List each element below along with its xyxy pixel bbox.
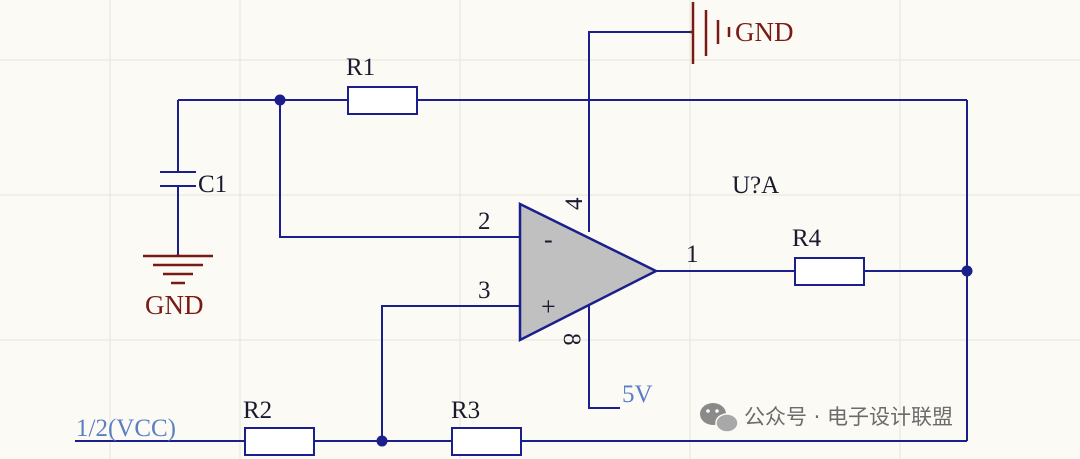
wire-pin3-to-r2r3-node xyxy=(381,305,520,441)
pin1-label: 1 xyxy=(686,241,699,268)
opamp-minus-sign: - xyxy=(544,225,553,254)
r1-label: R1 xyxy=(346,54,375,81)
junction-dot-output xyxy=(961,265,973,277)
supply-5v-label: 5V xyxy=(622,381,653,408)
wire-node-to-pin2 xyxy=(279,100,520,238)
vcc-half-label: 1/2(VCC) xyxy=(76,415,176,442)
resistor-r1 xyxy=(347,86,418,115)
resistor-r2 xyxy=(244,427,315,456)
pin3-label: 3 xyxy=(478,277,491,304)
junction-dot-r2r3 xyxy=(376,435,388,447)
wechat-icon xyxy=(700,403,739,433)
c1-label: C1 xyxy=(198,171,227,198)
junction-dot-r1 xyxy=(274,94,286,106)
ground-symbol-left xyxy=(143,254,213,285)
ground-symbol-top xyxy=(690,2,731,64)
pin2-label: 2 xyxy=(478,208,491,235)
wire-pin4-to-gnd xyxy=(588,31,690,232)
resistor-r4 xyxy=(794,257,865,286)
r2-label: R2 xyxy=(243,397,272,424)
watermark-text: 公众号 · 电子设计联盟 xyxy=(744,405,953,429)
opamp-designator: U?A xyxy=(732,172,779,199)
gnd-label-top: GND xyxy=(735,17,794,47)
r4-label: R4 xyxy=(792,225,822,252)
pin8-label: 8 xyxy=(558,333,585,346)
gnd-label-left: GND xyxy=(145,290,204,320)
opamp-plus-sign: + xyxy=(541,292,556,321)
resistor-r3 xyxy=(451,427,522,456)
r3-label: R3 xyxy=(451,397,480,424)
opamp-triangle xyxy=(518,201,659,343)
wire-pin8-to-5v xyxy=(588,306,620,409)
pin4-label: 4 xyxy=(561,197,588,210)
